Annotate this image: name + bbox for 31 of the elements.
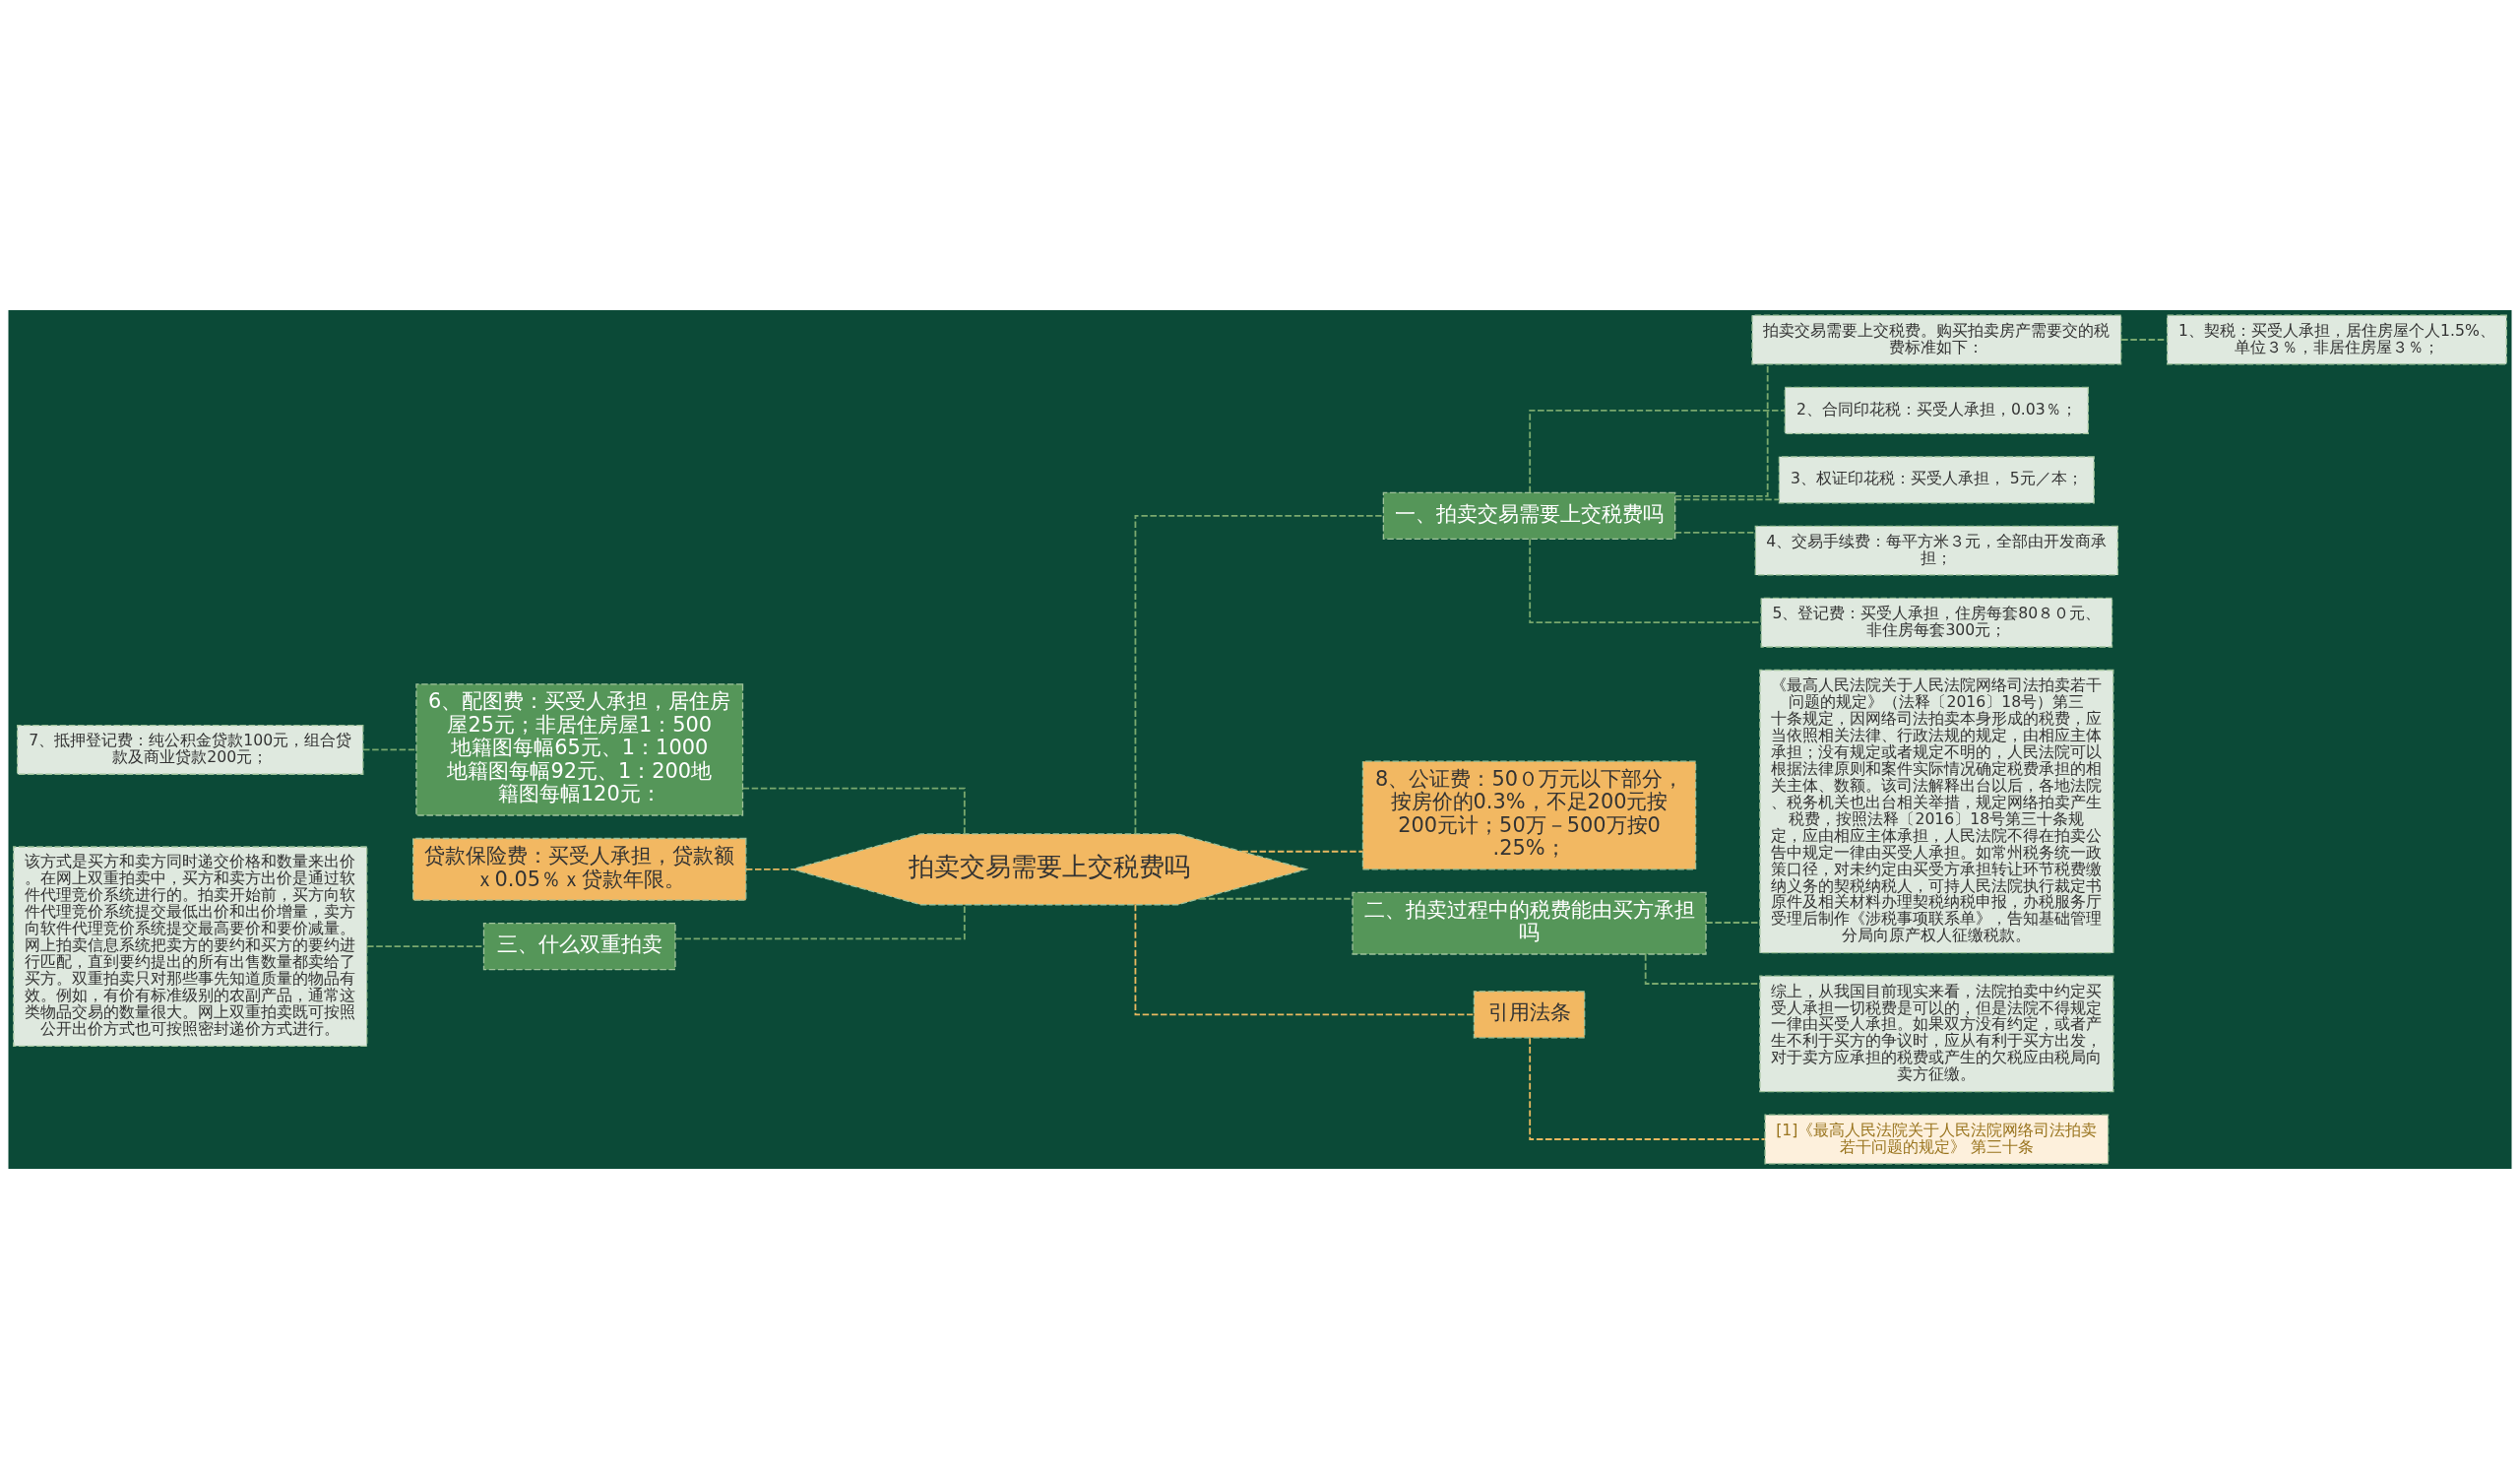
node-box: 一、拍卖交易需要上交税费吗 bbox=[1382, 491, 1676, 540]
connector bbox=[1529, 409, 1786, 493]
node-box: [1]《最高人民法院关于人民法院网络司法拍卖若干问题的规定》 第三十条 bbox=[1764, 1114, 2110, 1165]
node-box: 1、契税：买受人承担，居住房屋个人1.5%、单位３％，非居住房屋３％； bbox=[2167, 314, 2507, 365]
connector bbox=[1134, 514, 1385, 835]
node-box: 贷款保险费：买受人承担，贷款额ｘ0.05％ｘ贷款年限。 bbox=[412, 837, 747, 901]
node-box: 三、什么双重拍卖 bbox=[482, 923, 676, 971]
connector bbox=[1134, 904, 1475, 1016]
connector bbox=[745, 868, 793, 870]
connector bbox=[1673, 531, 1756, 534]
connector bbox=[1673, 498, 1781, 501]
node-box: 2、合同印花税：买受人承担，0.03％； bbox=[1784, 386, 2090, 434]
node-box: 6、配图费：买受人承担，居住房屋25元；非居住房屋1：500地籍图每幅65元、1：1000地籍图每幅92元、1：200地籍图每幅120元： bbox=[415, 683, 744, 816]
node-box: 该方式是买方和卖方同时递交价格和数量来出价。在网上双重拍卖中，买方和卖方出价是通过软件代理竞价系统进行的。拍卖开始前，买方向软件代理竞价系统提交最低出价和出价增量，卖方向软件代理竞价系统提交最高要价和要价减量。网上拍卖信息系统把卖方的要约和买方的要约进行匹配，直到要约提出的所有出售数量都卖给了买方。双重拍卖只对那些事先知道质量的物品有效。例如，有价有标准级别的农副产品，通常这类物品交易的数量很大。网上双重拍卖既可按照公开出价方式也可按照密封递价方式进行。 bbox=[13, 846, 368, 1047]
node-box: 引用法条 bbox=[1473, 991, 1586, 1039]
node-box: 7、抵押登记费：纯公积金贷款100元，组合贷款及商业贷款200元； bbox=[17, 725, 364, 775]
connector bbox=[1529, 1037, 1766, 1140]
node-box: 5、登记费：买受人承担，住房每套80８０元、非住房每套300元； bbox=[1760, 597, 2113, 648]
connector bbox=[674, 904, 966, 940]
connector bbox=[366, 945, 484, 948]
node-box: 8、公证费：50０万元以下部分，按房价的0.3%，不足200元按200元计；50万－500万按0.25%； bbox=[1361, 760, 1697, 870]
connector bbox=[1198, 897, 1354, 900]
node-box: 3、权证印花税：买受人承担， 5元／本； bbox=[1778, 456, 2095, 504]
node-box: 《最高人民法院关于人民法院网络司法拍卖若干问题的规定》（法释〔2016〕18号）第三十条规定，因网络司法拍卖本身形成的税费，应当依照相关法律、行政法规的规定，由相应主体承担；没有规定或者规定不明的，人民法院可以根据法律原则和案件实际情况确定税费承担的相关主体、数额。该司法解释出台以后，各地法院、税务机关也出台相关举措，规定网络拍卖产生税费，按照法释〔2016〕18号第三十条规定，应由相应主体承担，人民法院不得在拍卖公告中规定一律由买受人承担。如常州税务统一政策口径，对未约定由买受方承担转让环节税费缴纳义务的契税纳税人，可持人民法院执行裁定书原件及相关材料办理契税纳税申报，办税服务厅受理后制作《涉税事项联系单》，告知基础管理分局向原产权人征缴税款。 bbox=[1759, 669, 2114, 954]
node-box: 二、拍卖过程中的税费能由买方承担吗 bbox=[1352, 891, 1707, 955]
node-box: 拍卖交易需要上交税费。购买拍卖房产需要交的税费标准如下： bbox=[1751, 314, 2122, 365]
connector bbox=[741, 787, 966, 835]
connector bbox=[1240, 850, 1364, 853]
node-box: 综上，从我国目前现实来看，法院拍卖中约定买受人承担一切税费是可以的，但是法院不得规定一律由买受人承担。如果双方没有约定，或者产生不利于买方的争议时，应从有利于买方出发，对于卖方应承担的税费或产生的欠税应由税局向卖方征缴。 bbox=[1759, 975, 2114, 1093]
connector bbox=[362, 748, 417, 751]
node-box: 4、交易手续费：每平方米３元，全部由开发商承担； bbox=[1754, 525, 2119, 576]
